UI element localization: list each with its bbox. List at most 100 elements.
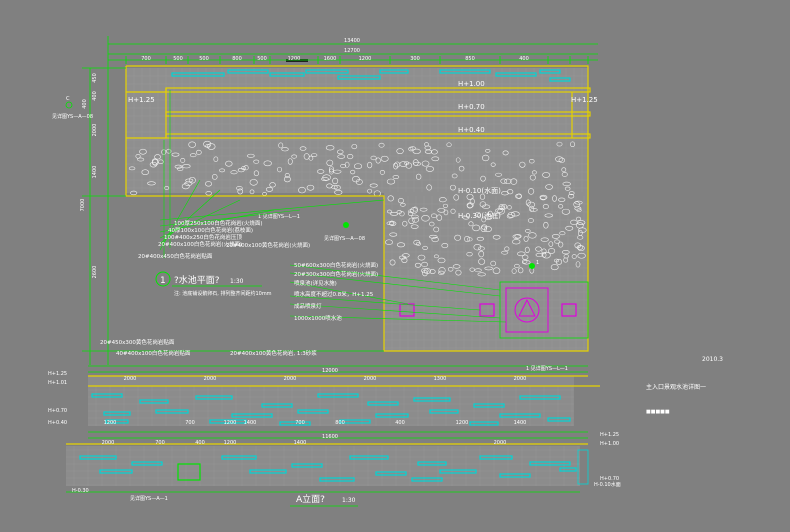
pebble xyxy=(512,239,521,245)
top-dim-label: 500 xyxy=(199,56,209,62)
pebble xyxy=(565,225,574,231)
pebble xyxy=(561,208,571,215)
pebble xyxy=(441,243,449,249)
pebble xyxy=(563,254,569,259)
pebble xyxy=(147,181,156,186)
pebble xyxy=(436,214,443,221)
pebble xyxy=(347,153,354,160)
pebble xyxy=(464,235,471,243)
fountain-nozzle-icon xyxy=(518,298,536,317)
elev-row1-label: 2000 xyxy=(514,376,527,382)
pebble xyxy=(236,186,243,191)
elevation-stone xyxy=(155,409,189,414)
pebble xyxy=(561,172,568,177)
pebble xyxy=(421,261,428,268)
leader-line xyxy=(289,303,501,319)
pebble xyxy=(500,178,508,184)
pebble xyxy=(478,258,486,265)
pebble xyxy=(405,162,413,169)
elevation-stones xyxy=(79,393,589,485)
callout-1-label: 1 xyxy=(536,260,539,266)
pebble xyxy=(475,211,481,217)
pebble xyxy=(325,145,335,151)
elev-row3-label: 2000 xyxy=(494,440,507,446)
pebble xyxy=(411,214,419,219)
dim-ticks-top xyxy=(125,56,589,64)
pebble xyxy=(431,236,439,243)
note-right: 成品喷泉灯 xyxy=(294,302,322,310)
pebble xyxy=(462,215,470,220)
pebble xyxy=(555,156,564,162)
pebble xyxy=(351,144,358,150)
elev-row2-label: 700 xyxy=(185,420,195,426)
pebble xyxy=(130,190,138,196)
pebble xyxy=(137,157,145,162)
elevation-wall-upper xyxy=(88,376,574,426)
pebble xyxy=(396,148,404,155)
pebble xyxy=(498,204,505,209)
pebble xyxy=(540,237,549,242)
elev-040: H+0.40 xyxy=(458,126,485,134)
pebble xyxy=(399,161,408,167)
pebble xyxy=(367,161,373,169)
pebble xyxy=(423,268,431,274)
elevation-stone xyxy=(499,473,531,478)
pebble xyxy=(523,235,529,242)
pebble xyxy=(522,260,531,265)
pebble xyxy=(211,173,218,180)
top-dim-label: 400 xyxy=(519,56,529,62)
leader-line xyxy=(289,315,507,323)
elevation-stone xyxy=(547,417,571,422)
pebble xyxy=(247,153,255,158)
pebble xyxy=(528,232,537,239)
pebble xyxy=(558,197,566,202)
elev-row3-label: 1200 xyxy=(224,440,237,446)
elevation-stone xyxy=(131,461,163,466)
elevation-stone xyxy=(231,413,273,418)
elevation-stone xyxy=(479,455,513,460)
elev-row2-label: 1400 xyxy=(244,420,257,426)
top-dim-total: 13400 xyxy=(344,38,360,44)
pebble xyxy=(511,268,517,274)
leader-line xyxy=(159,199,385,221)
pebble xyxy=(389,220,395,226)
callout-a-ref: 见详图YS—A—08 xyxy=(324,235,365,242)
fountain-light-3 xyxy=(561,303,577,317)
pebble xyxy=(458,165,465,172)
pebble xyxy=(249,189,255,195)
pebble xyxy=(207,143,216,150)
pebble xyxy=(514,234,522,239)
pebble xyxy=(370,155,377,161)
pebble xyxy=(455,157,461,163)
pebble xyxy=(398,255,407,260)
pebble xyxy=(180,157,186,163)
elevation-stone xyxy=(99,469,133,474)
elevation-stone xyxy=(221,455,257,460)
elev-row2-label: 1200 xyxy=(456,420,469,426)
pebble xyxy=(397,198,404,204)
pebble xyxy=(393,162,399,170)
callout-1-ref: 1 见详图YS—L—1 xyxy=(258,213,300,220)
elev-left-label: H+1.25 xyxy=(48,371,67,377)
pebble xyxy=(311,153,318,158)
pebble xyxy=(135,153,141,159)
pebble xyxy=(562,181,571,187)
elevation-stone xyxy=(291,463,323,468)
pebble xyxy=(451,173,458,179)
elevation-edge-stone xyxy=(577,449,589,485)
pebble xyxy=(329,168,334,175)
pebble xyxy=(334,189,343,195)
pebble xyxy=(410,224,419,229)
pebble xyxy=(481,216,487,223)
pebble-bed xyxy=(128,140,587,277)
pebble xyxy=(438,197,447,203)
pebble xyxy=(442,203,448,208)
elevation-stone xyxy=(319,477,355,482)
pebble xyxy=(291,154,297,159)
pebble xyxy=(421,215,430,222)
pebble xyxy=(514,263,520,268)
pebble xyxy=(550,264,559,271)
